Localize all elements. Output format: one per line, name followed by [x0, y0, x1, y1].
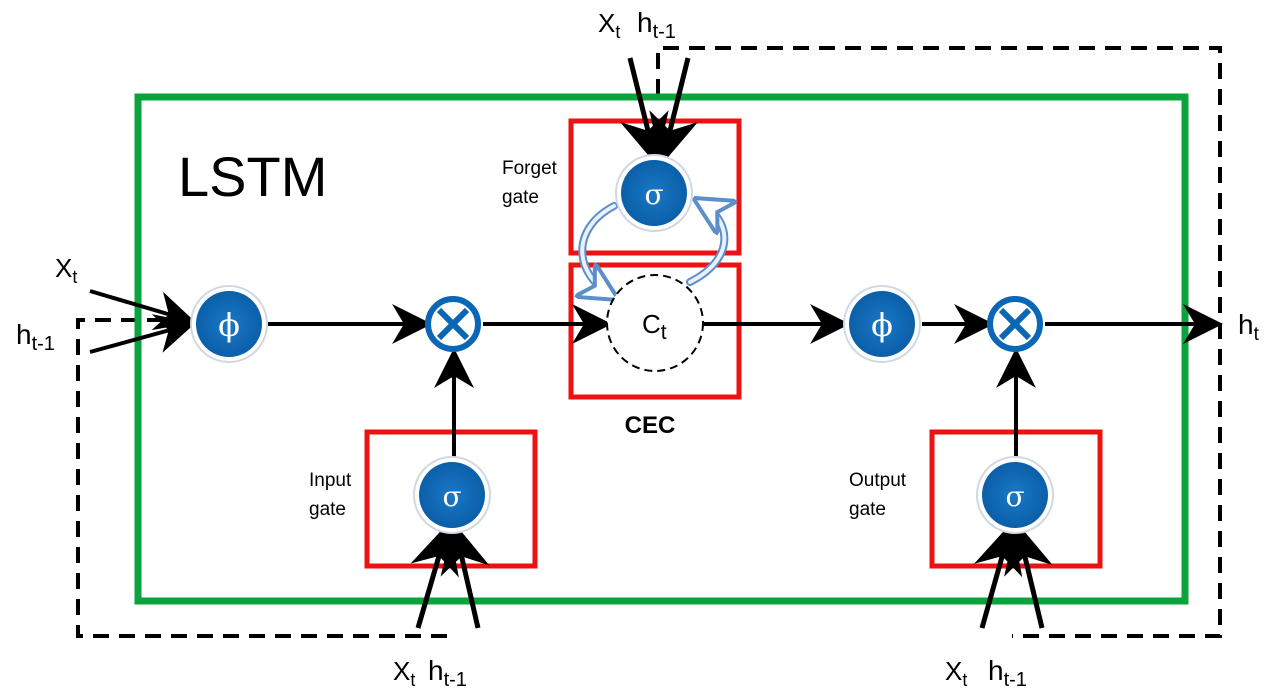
forget-to-cell-curve-inner: [582, 204, 614, 296]
input-gate-node: σ: [413, 456, 491, 534]
output-ht-label: ht: [1238, 309, 1260, 345]
output-gate-label-line2: gate: [849, 499, 886, 520]
cec-box: [568, 262, 742, 400]
phi-node-input: ϕ: [190, 285, 268, 363]
forget-gate-label-line2: gate: [502, 187, 539, 208]
arrow-xt-to-output-gate: [974, 522, 1023, 629]
input-gate-xt-label: Xt: [393, 656, 415, 690]
input-gate-label-line2: gate: [309, 499, 346, 520]
output-gate-ht1-label: ht-1: [988, 655, 1027, 691]
output-gate-label: Output gate: [849, 470, 911, 520]
input-gate-label-line1: Input: [309, 470, 352, 491]
cell-state-label: Ct: [642, 309, 667, 344]
arrow-ht1-to-output-gate: [1004, 522, 1053, 629]
forget-gate-label: Forget gate: [502, 158, 562, 208]
diagram-title: LSTM: [178, 145, 327, 208]
lstm-frame: [134, 93, 1189, 605]
sigma-symbol-icon: σ: [1005, 480, 1024, 513]
phi-node-output-fill: [849, 291, 915, 357]
sigma-symbol-icon: σ: [442, 480, 461, 513]
circled-times-icon-stroke: [436, 307, 470, 341]
left-xt-label: Xt: [55, 253, 77, 287]
input-gate-fill: [419, 462, 485, 528]
input-gate-ht1-label: ht-1: [428, 655, 467, 691]
arrow-ht1-to-phi: [89, 314, 196, 354]
forget-gate-label-line1: Forget: [502, 158, 558, 179]
output-gate-node: σ: [976, 456, 1054, 534]
phi-symbol-icon: ϕ: [871, 306, 893, 344]
circled-times-icon-stroke: [998, 307, 1032, 341]
cell-state-node: Ct: [606, 274, 704, 372]
cell-to-forget-curve-inner: [688, 202, 724, 284]
phi-symbol-icon: ϕ: [218, 306, 240, 344]
input-gate-label: Input gate: [309, 470, 357, 520]
top-ht1-label: ht-1: [637, 7, 676, 43]
input-multiply-node: [425, 296, 481, 352]
phi-node-input-fill: [196, 291, 262, 357]
top-xt-label: Xt: [598, 8, 620, 42]
left-ht1-label: ht-1: [16, 319, 55, 355]
phi-node-output: ϕ: [843, 285, 921, 363]
cec-label: CEC: [625, 412, 676, 439]
arrow-ht1-to-forget: [649, 57, 698, 165]
forget-gate-fill: [621, 160, 687, 226]
sigma-symbol-icon: σ: [644, 178, 663, 211]
output-gate-xt-label: Xt: [945, 656, 967, 690]
output-gate-label-line1: Output: [849, 470, 907, 491]
forget-gate-node: σ: [615, 154, 693, 232]
cell-state-circle: [606, 274, 704, 372]
recurrent-feedback-path: [76, 46, 1222, 638]
output-multiply-node: [987, 296, 1043, 352]
arrow-xt-to-forget: [620, 57, 669, 165]
output-gate-fill: [982, 462, 1048, 528]
arrow-ht1-to-input-gate: [440, 522, 490, 629]
arrow-xt-to-input-gate: [410, 522, 459, 629]
